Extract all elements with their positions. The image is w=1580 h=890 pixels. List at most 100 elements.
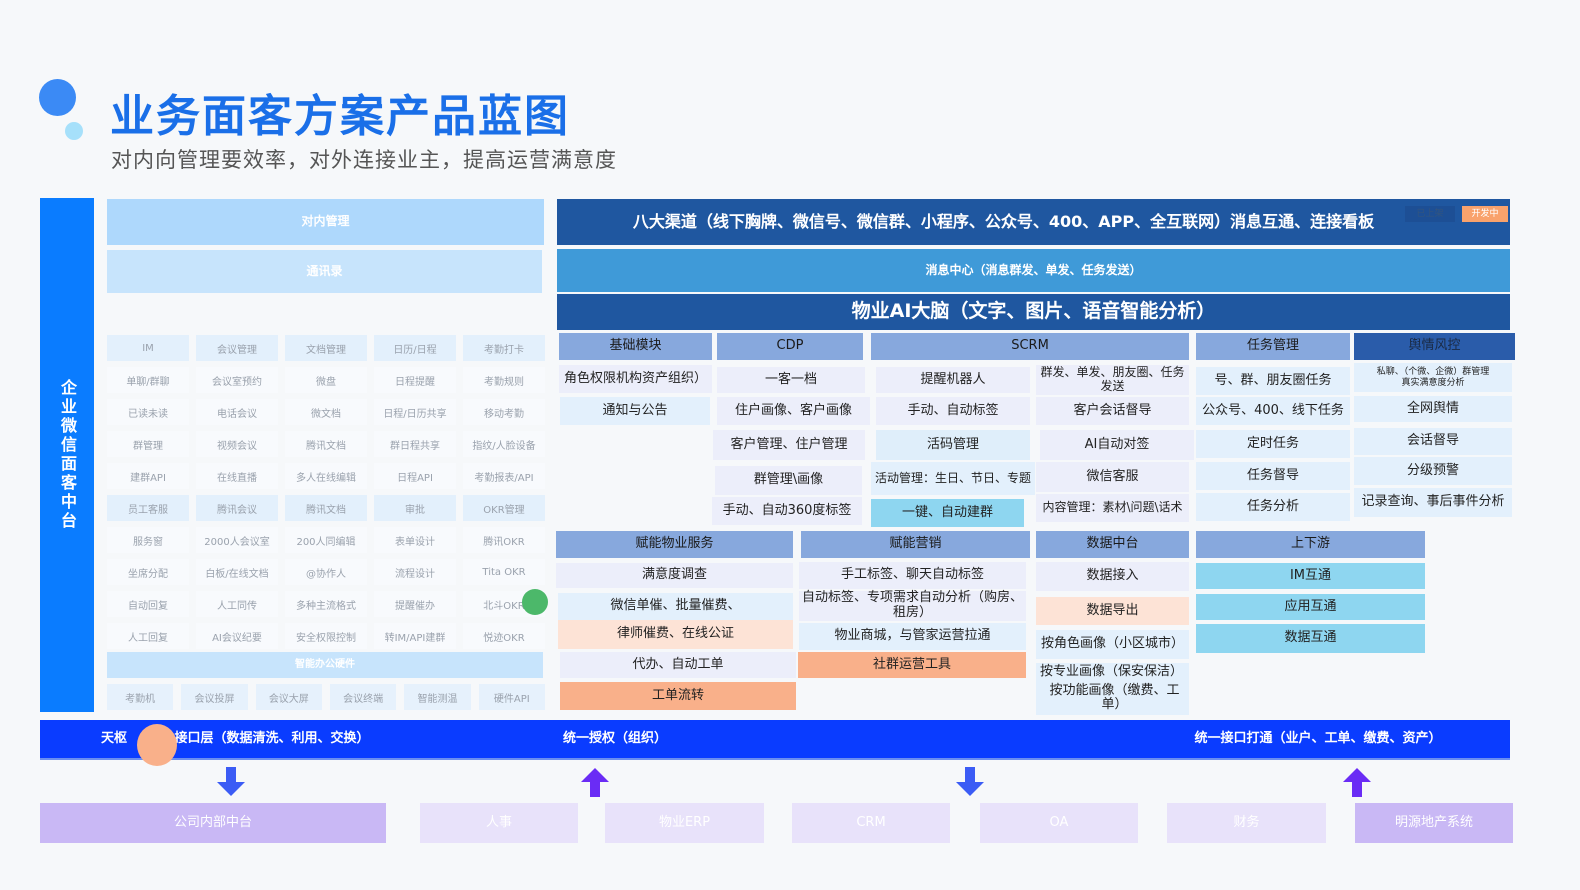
risk-item: 记录查询、事后事件分析 [1354,488,1512,517]
internal-feature-cell: 表单设计 [374,527,456,553]
internal-feature-cell: 200人同编辑 [285,527,367,553]
risk-item: 会话督导 [1354,428,1512,455]
internal-feature-cell: 多人在线编辑 [285,463,367,489]
system-internal-platform: 公司内部中台 [40,803,386,843]
basic-item: 通知与公告 [560,397,710,425]
internal-feature-cell: 已读未读 [107,399,189,425]
message-center-banner: 消息中心（消息群发、单发、任务发送） [557,249,1510,292]
internal-feature-cell: 腾讯文档 [285,495,367,521]
internal-feature-cell: 考勤打卡 [463,335,545,361]
hardware-item: 硬件API [478,684,545,710]
task-item: 任务督导 [1196,462,1350,490]
internal-feature-cell: OKR管理 [463,495,545,521]
property-item: 满意度调查 [556,563,793,588]
internal-feature-cell: Tita OKR [463,559,545,585]
risk-item: 私聊、（个微、企微）群管理 真实满意度分析 [1354,363,1512,392]
data-item: 数据导出 [1036,597,1189,625]
system-mingyuan: 明源地产系统 [1355,803,1513,843]
scrm-item: 客户会话督导 [1036,397,1189,425]
tag-live: 已上架 [1405,206,1455,222]
system-finance: 财务 [1167,803,1326,843]
risk-item: 分级预警 [1354,457,1512,485]
task-header: 任务管理 [1196,333,1350,360]
basic-header: 基础模块 [559,333,712,360]
green-cursor-dot [522,589,548,615]
internal-feature-cell: 自动回复 [107,591,189,617]
internal-feature-cell: 考勤报表/API [463,463,545,489]
data-item: 按专业画像（保安保洁） [1040,663,1184,679]
property-header: 赋能物业服务 [556,531,793,558]
orange-cursor-dot [137,724,177,766]
upstream-item: 应用互通 [1196,594,1425,620]
property-item: 工单流转 [560,682,796,710]
internal-feature-cell: 在线直播 [196,463,278,489]
data-item: 数据接入 [1036,562,1189,591]
internal-header: 对内管理 [107,199,544,245]
scrm-header: SCRM [871,333,1189,360]
interface-layer-label: 接口层（数据清洗、利用、交换） [174,730,370,746]
marketing-item: 自动标签、专项需求自动分析（购房、租房） [799,590,1026,621]
side-label: 企业微信面客中台 [40,198,94,712]
hardware-header: 智能办公硬件 [107,652,543,678]
scrm-item: AI自动对签 [1040,430,1194,460]
marketing-header: 赋能营销 [801,531,1030,558]
internal-feature-cell: 会议室预约 [196,367,278,393]
internal-feature-cell: 腾讯文档 [285,431,367,457]
system-oa: OA [980,803,1138,843]
internal-feature-cell: 流程设计 [374,559,456,585]
internal-feature-cell: 白板/在线文档 [196,559,278,585]
data-item: 按功能画像（缴费、工单） [1049,682,1180,713]
internal-feature-cell: 文档管理 [285,335,367,361]
basic-item: 角色权限机构资产组织） [559,365,712,393]
risk-item: 全网舆情 [1354,396,1512,422]
upstream-item: IM互通 [1196,563,1425,589]
internal-feature-cell: 群日程共享 [374,431,456,457]
internal-feature-cell: 指纹/人脸设备 [463,431,545,457]
tag-dev: 开发中 [1462,206,1508,222]
ai-brain-banner: 物业AI大脑（文字、图片、语音智能分析） [557,294,1510,330]
hardware-row: 考勤机会议投屏会议大屏会议终端智能测温硬件API [107,684,545,710]
internal-feature-cell: 日程/日历共享 [374,399,456,425]
internal-feature-cell: 多种主流格式 [285,591,367,617]
internal-feature-cell: 建群API [107,463,189,489]
data-item-group: 按专业画像（保安保洁） 按功能画像（缴费、工单） [1036,663,1189,715]
internal-feature-cell: 人工回复 [107,623,189,649]
contacts-header: 通讯录 [107,250,542,293]
title-dot-small [65,122,83,140]
scrm-item: 群发、单发、朋友圈、任务发送 [1036,365,1189,395]
internal-feature-cell: 会议管理 [196,335,278,361]
arrow-down-icon [217,767,245,796]
internal-feature-cell: 电话会议 [196,399,278,425]
internal-feature-cell: 2000人会议室 [196,527,278,553]
cdp-header: CDP [717,333,863,360]
internal-feature-cell: 悦迹OKR [463,623,545,649]
page-title: 业务面客方案产品蓝图 [110,91,570,142]
task-item: 号、群、朋友圈任务 [1196,367,1350,395]
property-item: 律师催费、在线公证 [558,620,793,649]
internal-feature-cell: 日程API [374,463,456,489]
task-item: 定时任务 [1196,430,1350,458]
internal-feature-cell: 微盘 [285,367,367,393]
scrm-item: 微信客服 [1036,462,1189,492]
scrm-item: 一键、自动建群 [871,499,1024,527]
upstream-item: 数据互通 [1196,624,1425,653]
property-item: 代办、自动工单 [560,652,796,678]
internal-feature-cell: 移动考勤 [463,399,545,425]
scrm-item: 活动管理：生日、节日、专题 [871,462,1035,495]
marketing-item: 社群运营工具 [798,652,1026,678]
system-hr: 人事 [420,803,578,843]
marketing-item: 物业商城，与管家运营拉通 [799,623,1026,650]
internal-feature-cell: 考勤规则 [463,367,545,393]
internal-feature-cell: 员工客服 [107,495,189,521]
risk-header: 舆情风控 [1354,333,1515,360]
scrm-item: 活码管理 [876,430,1030,460]
internal-feature-cell: 转IM/API建群 [374,623,456,649]
internal-feature-cell: 微文档 [285,399,367,425]
property-item: 微信单催、批量催费、 [558,593,793,620]
internal-feature-cell: 服务窗 [107,527,189,553]
scrm-item: 内容管理：素材\问题\话术 [1036,494,1189,522]
internal-feature-cell: 腾讯会议 [196,495,278,521]
cdp-item: 一客一档 [717,367,865,393]
interface-bar [40,720,1510,760]
